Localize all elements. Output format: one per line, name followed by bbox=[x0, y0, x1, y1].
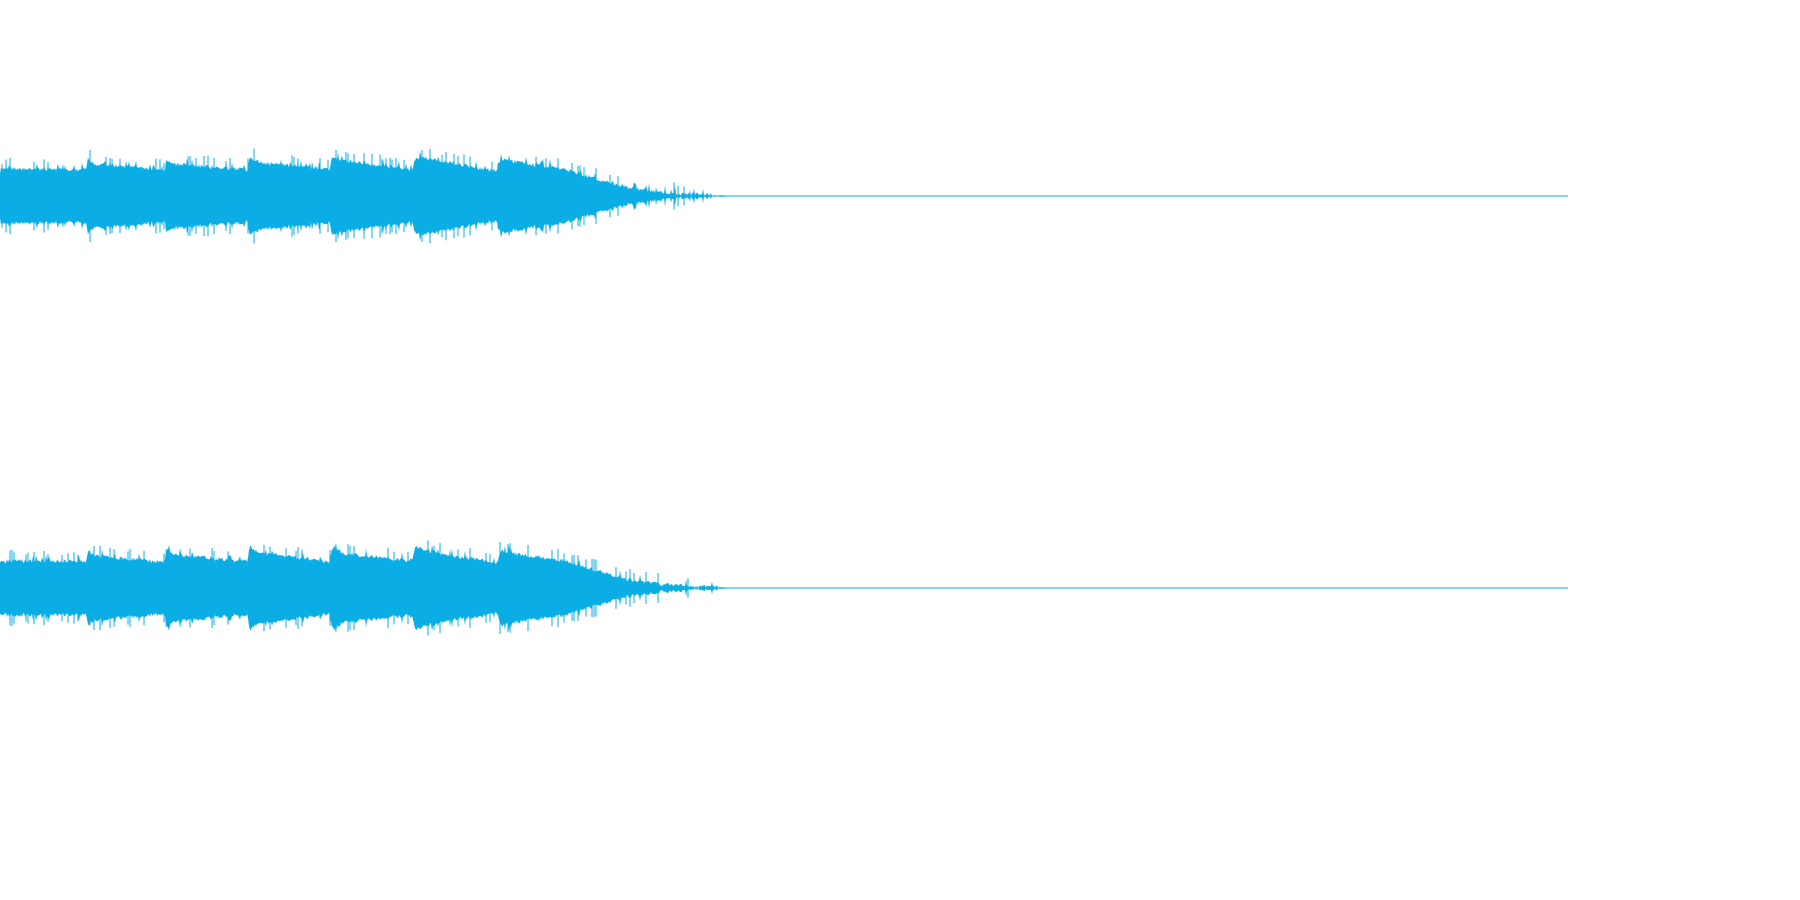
waveform-signal bbox=[0, 542, 1568, 634]
waveform-channel-2-svg bbox=[0, 540, 1568, 636]
waveform-channel-2 bbox=[0, 392, 1568, 784]
waveform-channel-1 bbox=[0, 0, 1568, 392]
waveform-channel-1-svg bbox=[0, 148, 1568, 244]
waveform-view bbox=[0, 0, 1568, 784]
